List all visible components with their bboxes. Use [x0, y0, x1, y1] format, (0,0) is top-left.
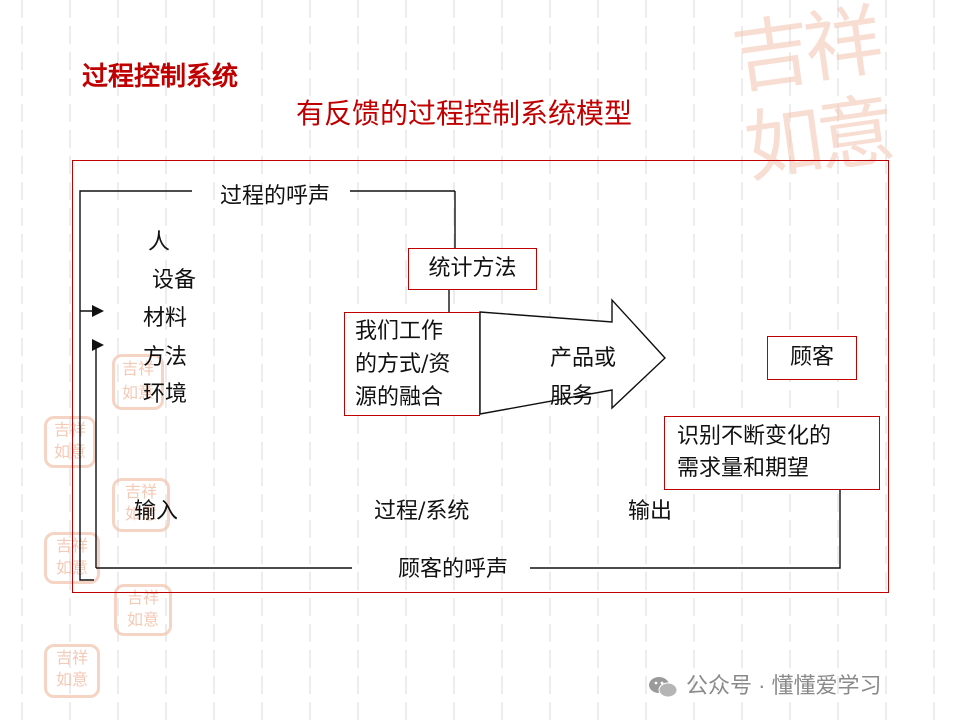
process-line: 源的融合: [355, 381, 479, 414]
input-item: 方法: [143, 339, 187, 371]
input-item: 人: [148, 224, 170, 256]
process-line: 我们工作: [355, 315, 479, 348]
input-item: 设备: [152, 262, 196, 294]
statistical-method-label: 统计方法: [428, 256, 516, 281]
process-box: 我们工作 的方式/资 源的融合: [344, 312, 480, 416]
output-label: 输出: [628, 493, 672, 525]
customer-label: 顾客: [790, 345, 834, 370]
watermark: 公众号 · 懂懂爱学习: [648, 668, 882, 700]
input-item: 环境: [143, 376, 187, 408]
needs-line: 需求量和期望: [677, 453, 879, 485]
wechat-icon: [648, 675, 678, 699]
voice-of-process-label: 过程的呼声: [220, 178, 330, 210]
voice-of-customer-label: 顾客的呼声: [398, 551, 508, 583]
input-label: 输入: [134, 493, 178, 525]
watermark-text: 公众号 · 懂懂爱学习: [686, 673, 882, 698]
statistical-method-box: 统计方法: [408, 248, 537, 290]
needs-box: 识别不断变化的 需求量和期望: [664, 416, 880, 490]
customer-box: 顾客: [767, 336, 857, 380]
process-line: 的方式/资: [355, 348, 479, 381]
needs-line: 识别不断变化的: [677, 421, 879, 453]
product-label: 服务: [550, 378, 594, 410]
arrow-head: [92, 305, 104, 317]
customer-feedback-line: [530, 490, 840, 568]
arrow-head: [92, 339, 104, 351]
input-item: 材料: [143, 300, 187, 332]
product-label: 产品或: [550, 340, 616, 372]
process-system-label: 过程/系统: [374, 493, 469, 525]
